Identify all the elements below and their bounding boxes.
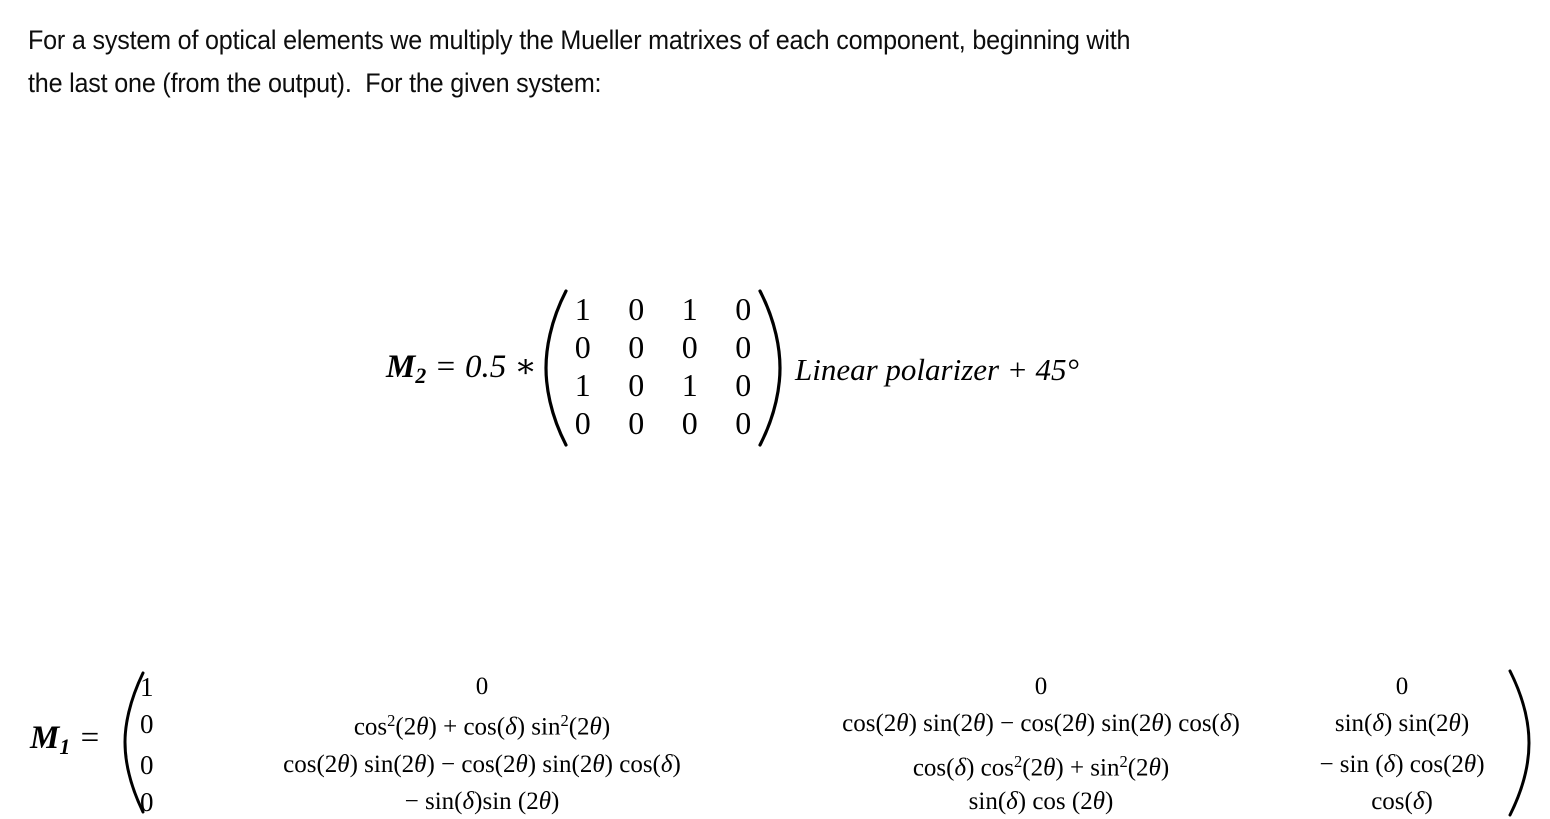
m2-cell-r3c1: 0: [628, 405, 645, 441]
m2-subscript: 2: [415, 364, 427, 389]
m2-symbol: M: [386, 349, 416, 385]
m1-cell-r1c2: cos(2θ) sin(2θ) − cos(2θ) sin(2θ) cos(δ): [842, 710, 1240, 738]
m1-cell-r3c2: sin(δ) cos (2θ): [968, 788, 1114, 816]
matrix-row: 0 cos2(2θ) + cos(δ) sin2(2θ) cos(2θ) sin…: [140, 704, 1508, 745]
m2-cell-r1c0: 0: [574, 329, 591, 365]
m2-caption: Linear polarizer + 45°: [795, 352, 1079, 387]
matrix-row: 1 0 1 0: [556, 290, 770, 328]
m1-label: M1 =: [30, 720, 101, 760]
m2-matrix-table: 1 0 1 0 0 0 0 0 1 0 1 0 0: [556, 290, 770, 442]
m2-cell-r0c1: 0: [628, 291, 645, 327]
matrix-row: 1 0 0 0: [140, 670, 1508, 704]
m1-cell-r0c3: 0: [1395, 673, 1409, 700]
m1-cell-r0c2: 0: [1034, 673, 1048, 700]
matrix-row: 1 0 1 0: [556, 366, 770, 404]
m2-cell-r0c2: 1: [681, 291, 698, 327]
matrix-row: 0 cos(2θ) sin(2θ) − cos(2θ) sin(2θ) cos(…: [140, 745, 1508, 786]
m2-cell-r2c3: 0: [735, 367, 752, 403]
m1-cell-r3c1: − sin(δ)sin (2θ): [404, 788, 560, 816]
matrix-row: 0 − sin(δ)sin (2θ) sin(δ) cos (2θ) cos(δ…: [140, 785, 1508, 819]
m1-assign: =: [70, 720, 101, 756]
m2-cell-r1c1: 0: [628, 329, 645, 365]
m2-label: M2 = 0.5 ∗: [386, 346, 537, 389]
m1-cell-r3c3: cos(δ): [1371, 788, 1433, 816]
matrix-row: 0 0 0 0: [556, 328, 770, 366]
m2-cell-r3c0: 0: [574, 405, 591, 441]
m2-matrix: 1 0 1 0 0 0 0 0 1 0 1 0 0: [556, 290, 770, 442]
m2-cell-r0c0: 1: [574, 291, 591, 327]
m2-cell-r3c3: 0: [735, 405, 752, 441]
m1-matrix-table: 1 0 0 0 0 cos2(2θ) + cos(δ) sin2(2θ) cos…: [140, 670, 1508, 819]
m1-cell-r2c1: cos(2θ) sin(2θ) − cos(2θ) sin(2θ) cos(δ): [283, 750, 681, 778]
m2-assign: = 0.5 ∗: [426, 349, 537, 385]
m1-cell-r2c0: 0: [140, 749, 154, 780]
m1-cell-r2c3: − sin (δ) cos(2θ): [1319, 750, 1485, 778]
m1-cell-r1c0: 0: [140, 709, 154, 740]
m2-cell-r2c1: 0: [628, 367, 645, 403]
m1-cell-r0c0: 1: [140, 672, 154, 702]
m1-symbol: M: [30, 720, 60, 756]
m1-cell-r2c2: cos(δ) cos2(2θ) + sin2(2θ): [912, 751, 1170, 782]
m2-cell-r0c3: 0: [735, 291, 752, 327]
intro-line-2: the last one (from the output). For the …: [28, 68, 602, 98]
m2-cell-r2c2: 1: [681, 367, 698, 403]
m2-cell-r1c3: 0: [735, 329, 752, 365]
m2-cell-r3c2: 0: [681, 405, 698, 441]
intro-line-1: For a system of optical elements we mult…: [28, 25, 1131, 55]
m1-matrix: 1 0 0 0 0 cos2(2θ) + cos(δ) sin2(2θ) cos…: [140, 670, 1508, 819]
m2-cell-r2c0: 1: [574, 367, 591, 403]
matrix-row: 0 0 0 0: [556, 404, 770, 442]
m1-right-paren: [1506, 668, 1532, 818]
m1-cell-r0c1: 0: [475, 673, 489, 700]
intro-paragraph: For a system of optical elements we mult…: [28, 19, 1404, 105]
m1-cell-r1c1: cos2(2θ) + cos(δ) sin2(2θ): [353, 711, 611, 741]
m2-equation: M2 = 0.5 ∗ 1 0 1 0 0 0 0: [0, 140, 1550, 447]
m1-cell-r1c3: sin(δ) sin(2θ): [1334, 710, 1470, 738]
m1-cell-r3c0: 0: [140, 787, 154, 818]
m2-cell-r1c2: 0: [681, 329, 698, 365]
m1-equation: M1 = 1 0 0 0 0 cos2(2: [0, 330, 1550, 817]
m1-subscript: 1: [59, 735, 71, 760]
